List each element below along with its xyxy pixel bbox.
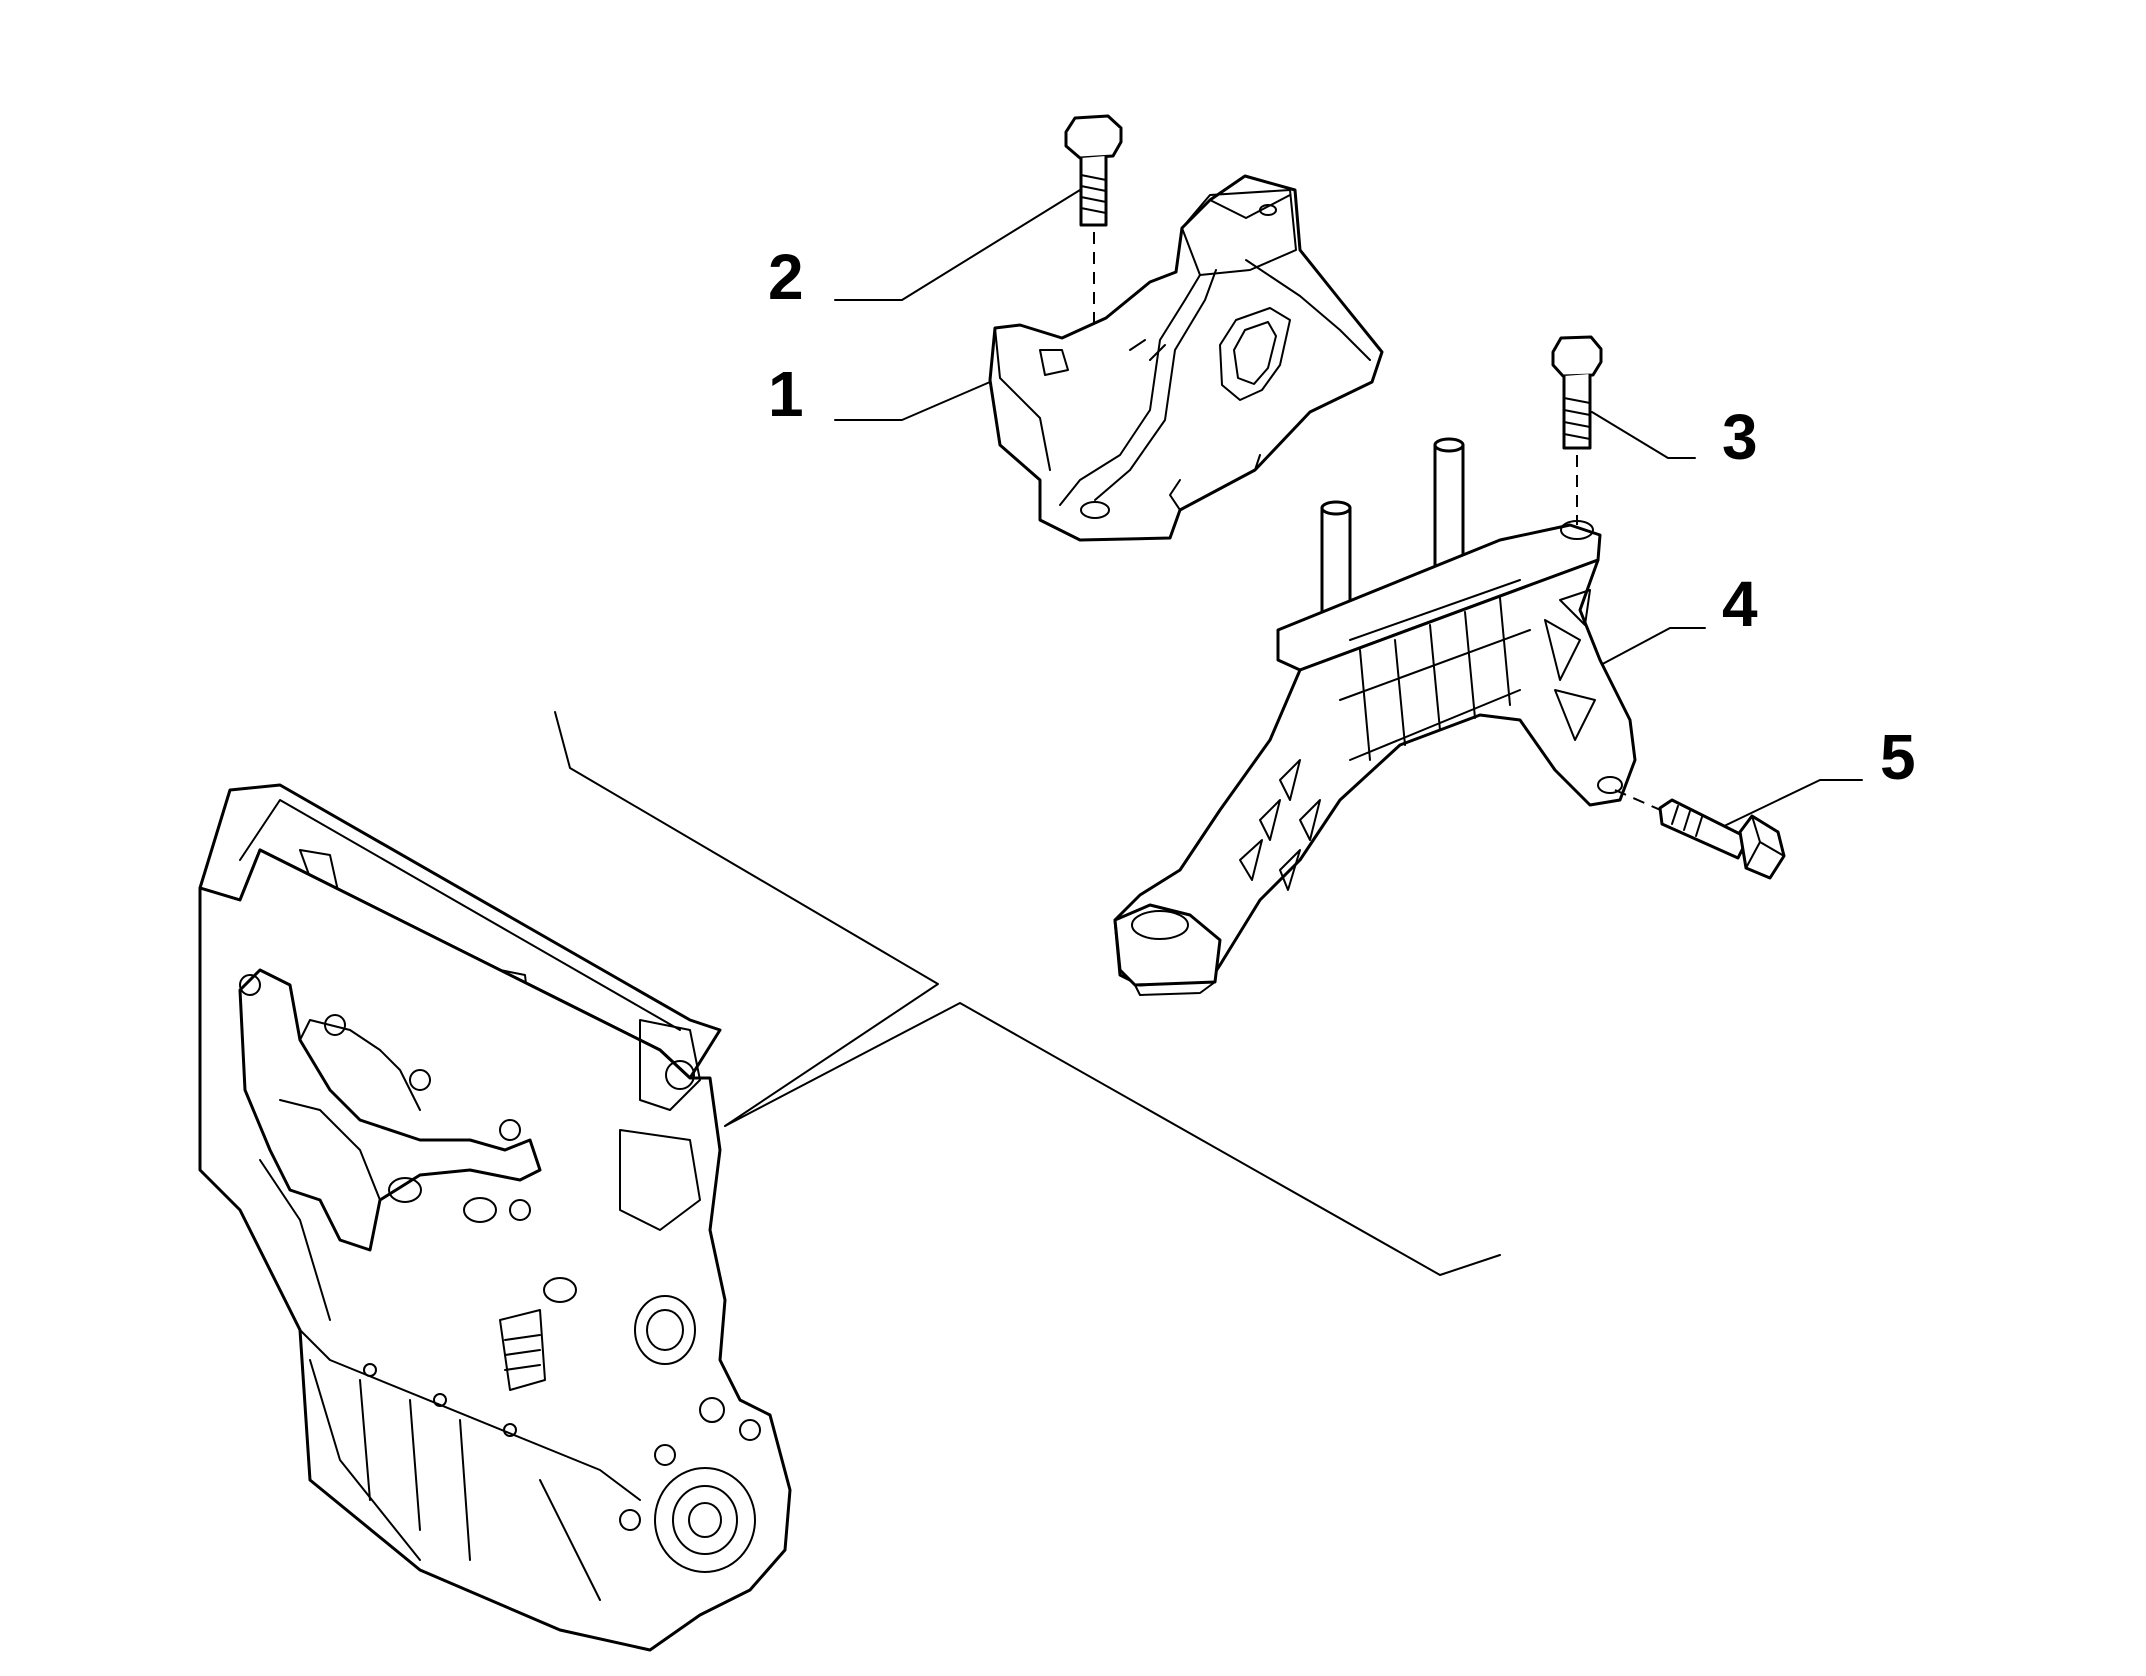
leader-5 bbox=[1719, 779, 1863, 829]
callout-5: 5 bbox=[1880, 721, 1916, 793]
leader-3 bbox=[1591, 411, 1696, 459]
assembly-lines bbox=[554, 711, 1501, 1276]
callout-1: 1 bbox=[768, 358, 804, 430]
engine-block bbox=[198, 783, 792, 1652]
bracket-bolt-3 bbox=[1551, 335, 1603, 525]
callout-2: 2 bbox=[768, 241, 804, 313]
callout-leaders bbox=[834, 189, 1863, 829]
bracket-ribs bbox=[1239, 579, 1596, 891]
engine-mount-1 bbox=[988, 174, 1384, 542]
leader-2 bbox=[834, 189, 1081, 301]
bracket-side-bolt-5 bbox=[1658, 798, 1786, 880]
callout-3: 3 bbox=[1722, 401, 1758, 473]
mounting-bracket-4 bbox=[1113, 437, 1666, 996]
assembly-line-lower bbox=[724, 1002, 1501, 1276]
leader-1 bbox=[834, 381, 991, 421]
leader-4 bbox=[1594, 627, 1706, 669]
callout-4: 4 bbox=[1722, 568, 1758, 640]
assembly-line-upper bbox=[554, 711, 939, 1127]
mount-bolt-2 bbox=[1064, 114, 1123, 500]
